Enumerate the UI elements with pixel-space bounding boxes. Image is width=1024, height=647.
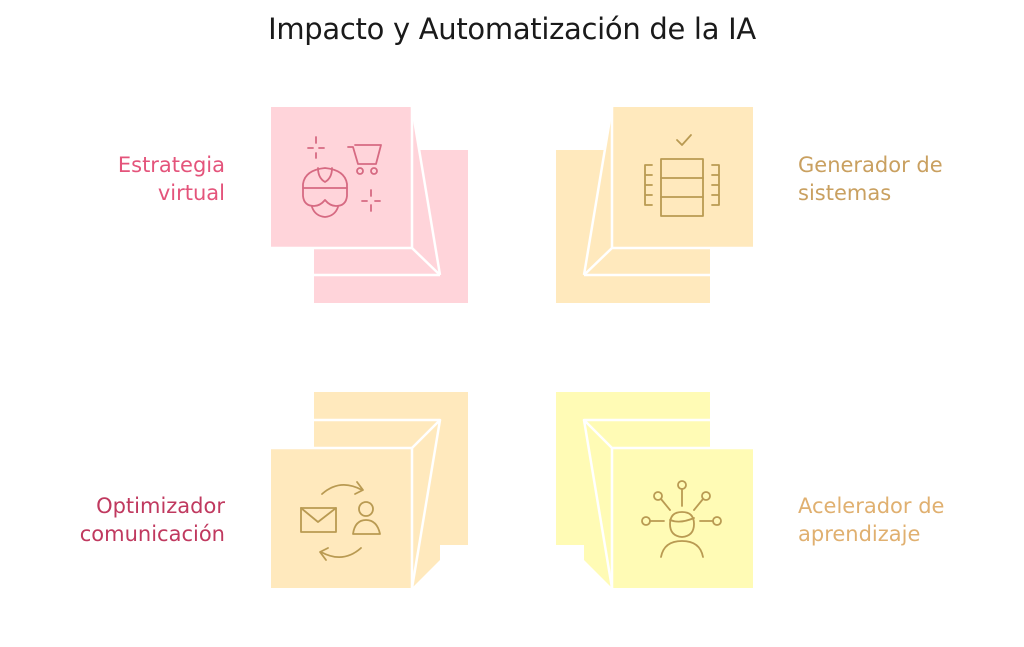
cube-optimizador-comunicacion bbox=[270, 392, 468, 589]
label-acelerador-aprendizaje: Acelerador de aprendizaje bbox=[798, 492, 998, 548]
cube-acelerador-aprendizaje bbox=[556, 392, 754, 589]
mail-sync-user-icon bbox=[300, 481, 381, 561]
label-estrategia-virtual: Estrategia virtual bbox=[80, 151, 225, 207]
label-line-1: Optimizador bbox=[96, 494, 225, 518]
label-line-2: sistemas bbox=[798, 181, 892, 205]
label-line-2: virtual bbox=[157, 181, 225, 205]
label-line-2: aprendizaje bbox=[798, 522, 921, 546]
label-optimizador-comunicacion: Optimizador comunicación bbox=[40, 492, 225, 548]
diagram-title: Impacto y Automatización de la IA bbox=[268, 12, 756, 46]
label-line-1: Acelerador de bbox=[798, 494, 945, 518]
server-stack-check-icon bbox=[644, 134, 720, 217]
cube-estrategia-virtual bbox=[270, 106, 468, 303]
person-ideas-network-icon bbox=[641, 480, 722, 558]
vr-headset-cart-icon bbox=[302, 136, 382, 218]
label-generador-sistemas: Generador de sistemas bbox=[798, 151, 998, 207]
label-line-1: Generador de bbox=[798, 153, 943, 177]
label-line-1: Estrategia bbox=[117, 153, 225, 177]
cube-generador-sistemas bbox=[556, 106, 754, 303]
label-line-2: comunicación bbox=[79, 522, 225, 546]
